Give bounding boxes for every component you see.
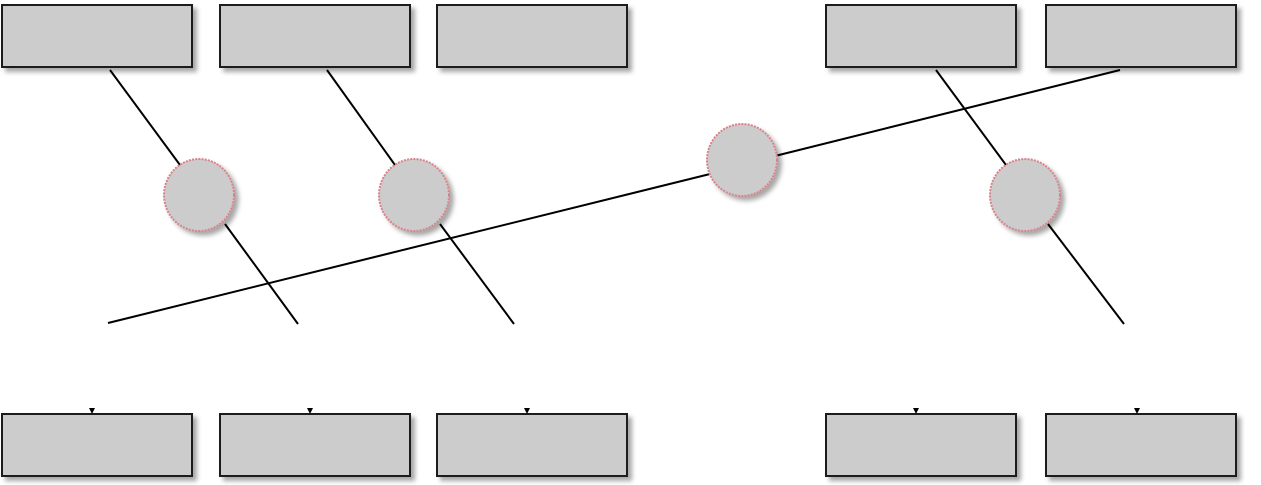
input-marker bbox=[1134, 408, 1140, 414]
bottom-box[interactable] bbox=[219, 408, 411, 477]
edge-top-box-1-to-node-1 bbox=[109, 69, 181, 166]
bottom-box[interactable] bbox=[1, 408, 193, 477]
bottom-box-1 bbox=[1, 413, 193, 477]
node[interactable] bbox=[378, 158, 450, 232]
edge-node-2-to-bottom bbox=[439, 223, 515, 325]
top-box[interactable] bbox=[1, 4, 193, 68]
node-4 bbox=[989, 158, 1061, 232]
bottom-box-4 bbox=[825, 413, 1017, 477]
top-box-2 bbox=[219, 4, 411, 68]
node[interactable] bbox=[163, 158, 235, 232]
bottom-box[interactable] bbox=[1045, 408, 1237, 477]
edge-top-box-4-to-node-4 bbox=[935, 69, 1007, 166]
bottom-box-2 bbox=[219, 413, 411, 477]
top-box-1 bbox=[1, 4, 193, 68]
node-3 bbox=[706, 123, 778, 197]
input-marker bbox=[89, 408, 95, 414]
input-marker bbox=[524, 408, 530, 414]
bottom-box-3 bbox=[436, 413, 628, 477]
top-box[interactable] bbox=[436, 4, 628, 68]
edge-node-3-to-bottom bbox=[107, 173, 711, 324]
top-box[interactable] bbox=[825, 4, 1017, 68]
node-2 bbox=[378, 158, 450, 232]
top-box-4 bbox=[825, 4, 1017, 68]
top-box[interactable] bbox=[219, 4, 411, 68]
edge-node-1-to-bottom bbox=[224, 223, 299, 325]
edge-top-box-2-to-node-2 bbox=[326, 69, 396, 166]
top-box-row bbox=[1, 4, 1237, 68]
bottom-box-row bbox=[1, 408, 1237, 477]
bottom-box-5 bbox=[1045, 413, 1237, 477]
input-marker bbox=[913, 408, 919, 414]
node[interactable] bbox=[706, 123, 778, 197]
top-box[interactable] bbox=[1045, 4, 1237, 68]
top-box-3 bbox=[436, 4, 628, 68]
bottom-box[interactable] bbox=[436, 408, 628, 477]
bottom-box[interactable] bbox=[825, 408, 1017, 477]
edge-node-4-to-bottom bbox=[1047, 223, 1125, 325]
edge-top-box-5-to-node-3 bbox=[774, 69, 1121, 157]
top-box-5 bbox=[1045, 4, 1237, 68]
node[interactable] bbox=[989, 158, 1061, 232]
node-1 bbox=[163, 158, 235, 232]
node-row bbox=[163, 123, 1061, 232]
input-marker bbox=[307, 408, 313, 414]
edges bbox=[107, 69, 1125, 325]
